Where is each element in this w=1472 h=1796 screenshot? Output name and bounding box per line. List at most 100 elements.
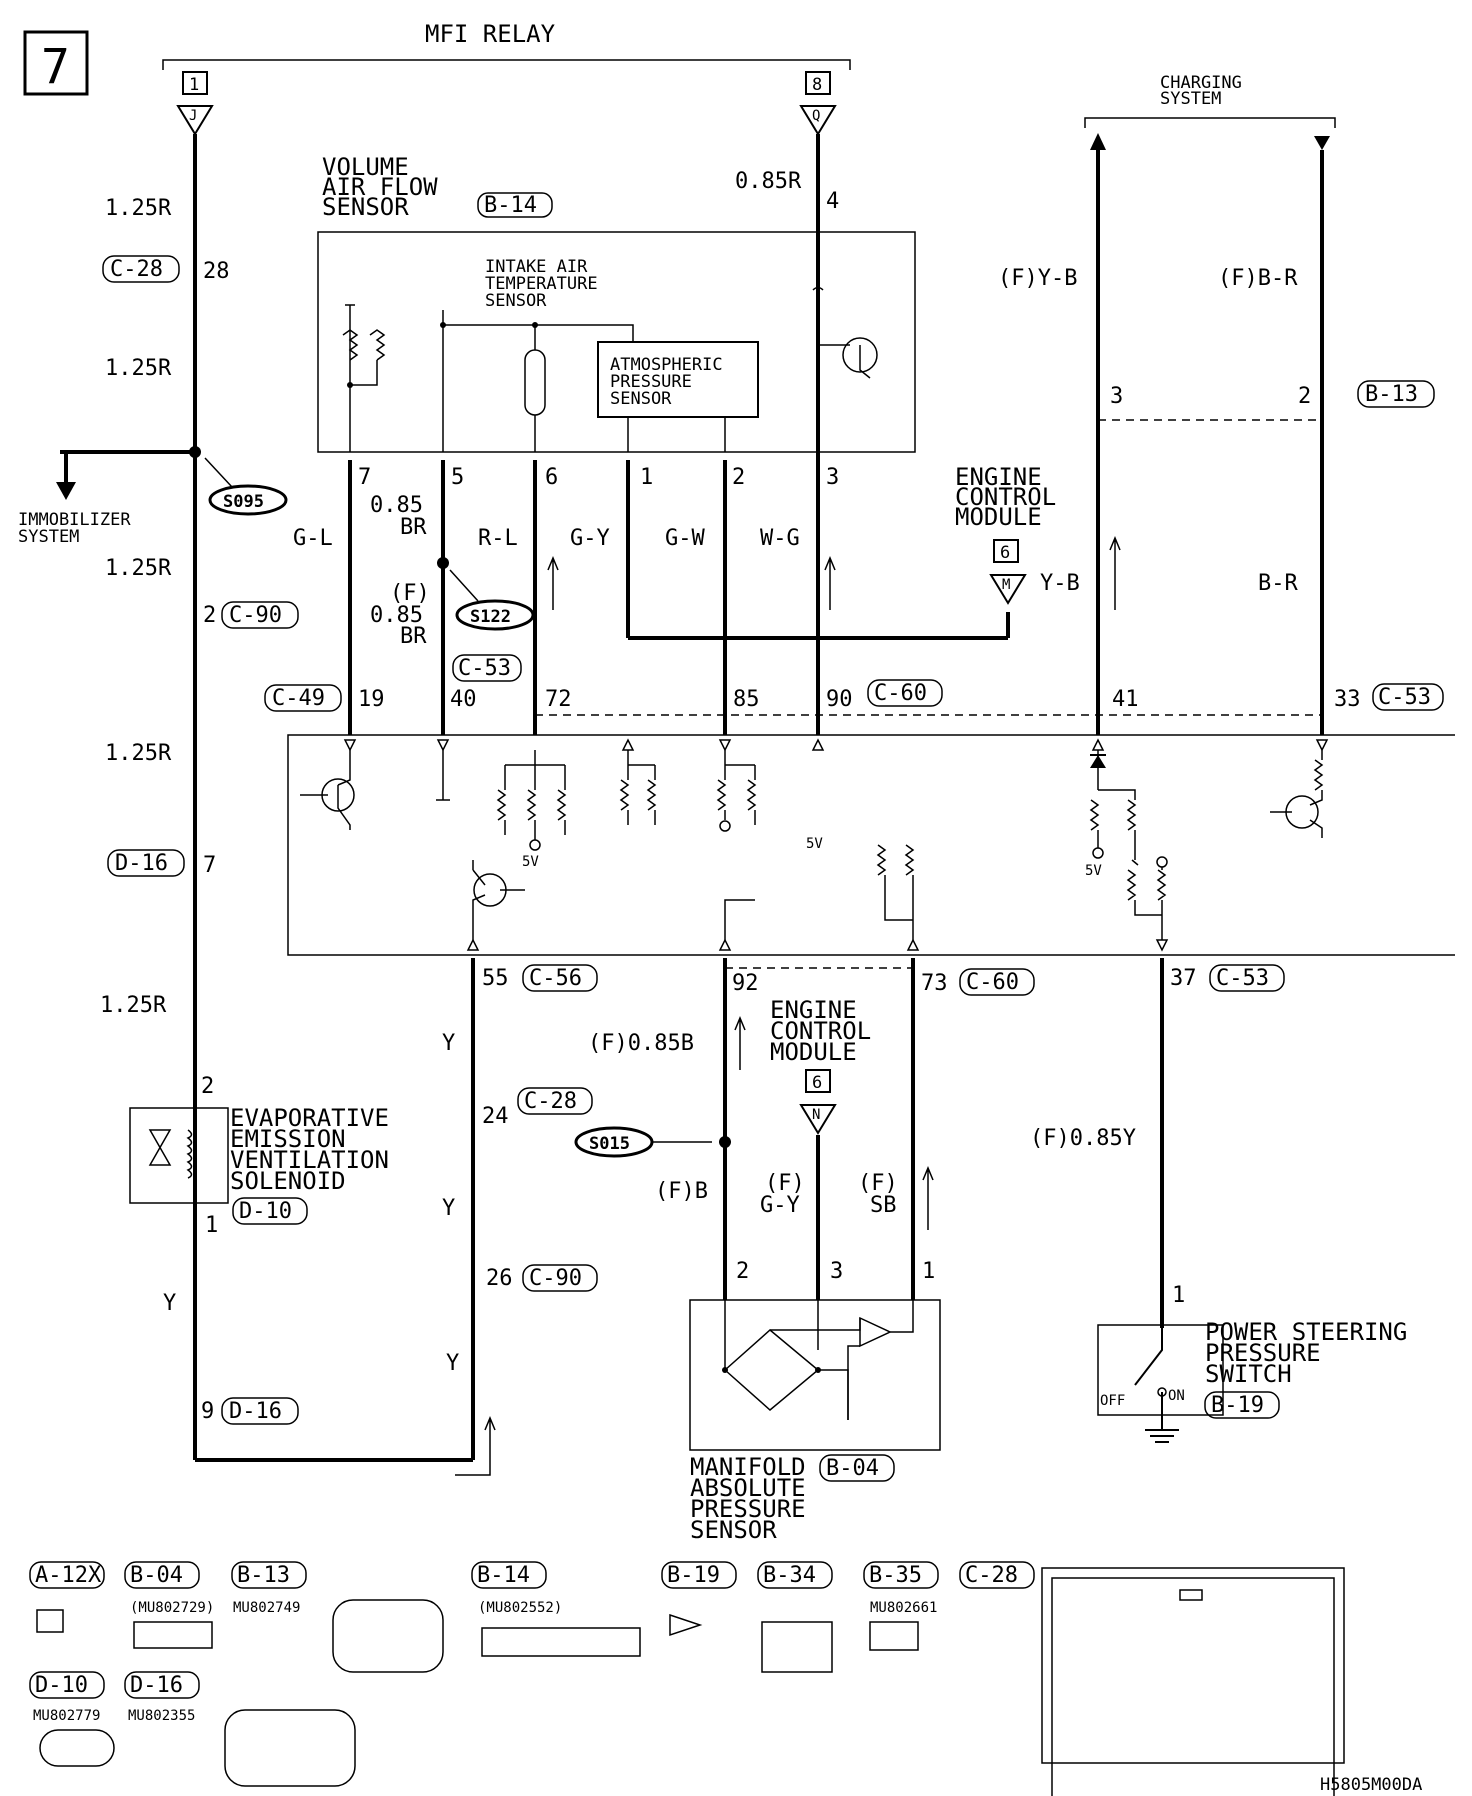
wire-fbr: (F)B-R bbox=[1218, 266, 1298, 291]
wire-125r-c: 1.25R bbox=[105, 556, 172, 581]
map-label-3: PRESSURE bbox=[690, 1495, 806, 1523]
vafs-pin-4: 4 bbox=[826, 189, 839, 214]
wire-f085b: (F)0.85B bbox=[588, 1031, 694, 1056]
vafs-pin-2: 2 bbox=[732, 465, 745, 490]
ecm-mid-label-1: ENGINE bbox=[770, 996, 857, 1024]
ecu-pin-55: 55 bbox=[482, 966, 509, 991]
conn-c49: C-49 bbox=[272, 686, 325, 711]
map-pin-1: 1 bbox=[922, 1259, 935, 1284]
legend-b35: B-35 bbox=[869, 1563, 922, 1588]
wire-fgy-2: G-Y bbox=[760, 1193, 800, 1218]
charging-label-1: CHARGING bbox=[1160, 73, 1242, 93]
evap-pin-bot: 1 bbox=[205, 1213, 218, 1238]
baro-label-1: ATMOSPHERIC bbox=[610, 355, 723, 375]
ecm-top-pin: 6 bbox=[1000, 543, 1010, 563]
vafs-label-3: SENSOR bbox=[322, 193, 409, 221]
conn-b13: B-13 bbox=[1365, 382, 1418, 407]
map-connector: B-04 bbox=[826, 1456, 879, 1481]
mfi-relay: MFI RELAY 1 8 J Q bbox=[162, 20, 851, 136]
pin-26: 26 bbox=[486, 1266, 513, 1291]
vafs-pin-3: 3 bbox=[826, 465, 839, 490]
wire-f-a: (F) bbox=[390, 581, 430, 606]
ecu-pin-90: 90 bbox=[826, 687, 853, 712]
vafs-pin-1: 1 bbox=[640, 465, 653, 490]
ecu-5v-1: 5V bbox=[522, 854, 539, 870]
conn-c53a: C-53 bbox=[458, 656, 511, 681]
vafs-label-2: AIR FLOW bbox=[322, 173, 438, 201]
pin-24: 24 bbox=[482, 1104, 509, 1129]
vafs-pin-5: 5 bbox=[451, 465, 464, 490]
legend-c28: C-28 bbox=[965, 1563, 1018, 1588]
ecu-pin-72: 72 bbox=[545, 687, 572, 712]
upper-wire-labels: 0.85R G-L 0.85 BR (F) 0.85 BR R-L G-Y G-… bbox=[293, 169, 1435, 649]
legend-b34: B-34 bbox=[763, 1563, 816, 1588]
ps-connector: B-19 bbox=[1211, 1393, 1264, 1418]
legend-b13: B-13 bbox=[237, 1563, 290, 1588]
evap-connector: D-10 bbox=[239, 1199, 292, 1224]
ecu-box: 5V 5V 5V bbox=[287, 734, 1455, 956]
wire-y-3: Y bbox=[442, 1196, 455, 1221]
legend-b35-part: MU802661 bbox=[870, 1600, 937, 1616]
evap-label-4: SOLENOID bbox=[230, 1167, 346, 1195]
vafs-pin-6: 6 bbox=[545, 465, 558, 490]
wire-125r-b: 1.25R bbox=[105, 356, 172, 381]
legend-a12x: A-12X bbox=[35, 1563, 102, 1588]
legend-b19: B-19 bbox=[667, 1563, 720, 1588]
charging-pin-3: 3 bbox=[1110, 384, 1123, 409]
ps-label-1: POWER STEERING bbox=[1205, 1318, 1407, 1346]
ecu-5v-2: 5V bbox=[806, 836, 823, 852]
ps-pin-1: 1 bbox=[1172, 1283, 1185, 1308]
wire-wg: W-G bbox=[760, 526, 800, 551]
relay-term-left: J bbox=[189, 108, 197, 124]
map-label-4: SENSOR bbox=[690, 1516, 777, 1544]
baro-label-3: SENSOR bbox=[610, 389, 672, 409]
wire-brr: B-R bbox=[1258, 571, 1298, 596]
legend-d10-part: MU802779 bbox=[33, 1708, 100, 1724]
map-pin-3: 3 bbox=[830, 1259, 843, 1284]
vafs-connector: B-14 bbox=[484, 193, 537, 218]
conn-c90b: C-90 bbox=[529, 1266, 582, 1291]
ps-label-3: SWITCH bbox=[1205, 1360, 1292, 1388]
conn-c28: C-28 bbox=[110, 257, 163, 282]
evap-label-2: EMISSION bbox=[230, 1125, 346, 1153]
power-steering-switch: (F)0.85Y 1 OFF ON POWER STEERING PRESSUR… bbox=[1030, 1126, 1407, 1443]
legend-d10: D-10 bbox=[35, 1673, 88, 1698]
ecu-pin-85: 85 bbox=[733, 687, 760, 712]
splice-s095: S095 bbox=[223, 492, 264, 512]
legend-b14: B-14 bbox=[477, 1563, 530, 1588]
conn-c90: C-90 bbox=[229, 603, 282, 628]
iats-label-1: INTAKE AIR bbox=[485, 257, 588, 277]
wire-yb: Y-B bbox=[1040, 571, 1080, 596]
ecm-mid-pin: 6 bbox=[812, 1073, 822, 1093]
wire-fsb-1: (F) bbox=[858, 1171, 898, 1196]
ecu-pin-37: 37 bbox=[1170, 966, 1197, 991]
immobilizer-label-2: SYSTEM bbox=[18, 527, 79, 547]
ps-off-label: OFF bbox=[1100, 1393, 1125, 1409]
splice-s122: S122 bbox=[470, 607, 511, 627]
wire-br-a: BR bbox=[400, 515, 427, 540]
conn-c60b: C-60 bbox=[966, 970, 1019, 995]
connector-legend-text: A-12X B-04 (MU802729) B-13 MU802749 B-14… bbox=[33, 1563, 1422, 1795]
pin-7: 7 bbox=[203, 853, 216, 878]
immobilizer-label-1: IMMOBILIZER bbox=[18, 510, 131, 530]
wire-y-1: Y bbox=[163, 1291, 176, 1316]
ecu-pin-19: 19 bbox=[358, 687, 385, 712]
iats-label-3: SENSOR bbox=[485, 291, 547, 311]
map-label-2: ABSOLUTE bbox=[690, 1474, 806, 1502]
conn-c53b: C-53 bbox=[1378, 685, 1431, 710]
wire-gy: G-Y bbox=[570, 526, 610, 551]
wire-y-2: Y bbox=[442, 1031, 455, 1056]
wire-f085y: (F)0.85Y bbox=[1030, 1126, 1136, 1151]
map-pin-2: 2 bbox=[736, 1259, 749, 1284]
wire-gw: G-W bbox=[665, 526, 705, 551]
relay-term-right: Q bbox=[812, 108, 820, 124]
wire-fyb: (F)Y-B bbox=[998, 266, 1077, 291]
iats-label-2: TEMPERATURE bbox=[485, 274, 598, 294]
wire-085-a: 0.85 bbox=[370, 493, 423, 518]
ecu-5v-3: 5V bbox=[1085, 863, 1102, 879]
ecu-pin-41: 41 bbox=[1112, 687, 1139, 712]
conn-c56: C-56 bbox=[529, 966, 582, 991]
footer-code: H5805M00DA bbox=[1320, 1775, 1422, 1795]
ecm-mid-label-3: MODULE bbox=[770, 1038, 857, 1066]
